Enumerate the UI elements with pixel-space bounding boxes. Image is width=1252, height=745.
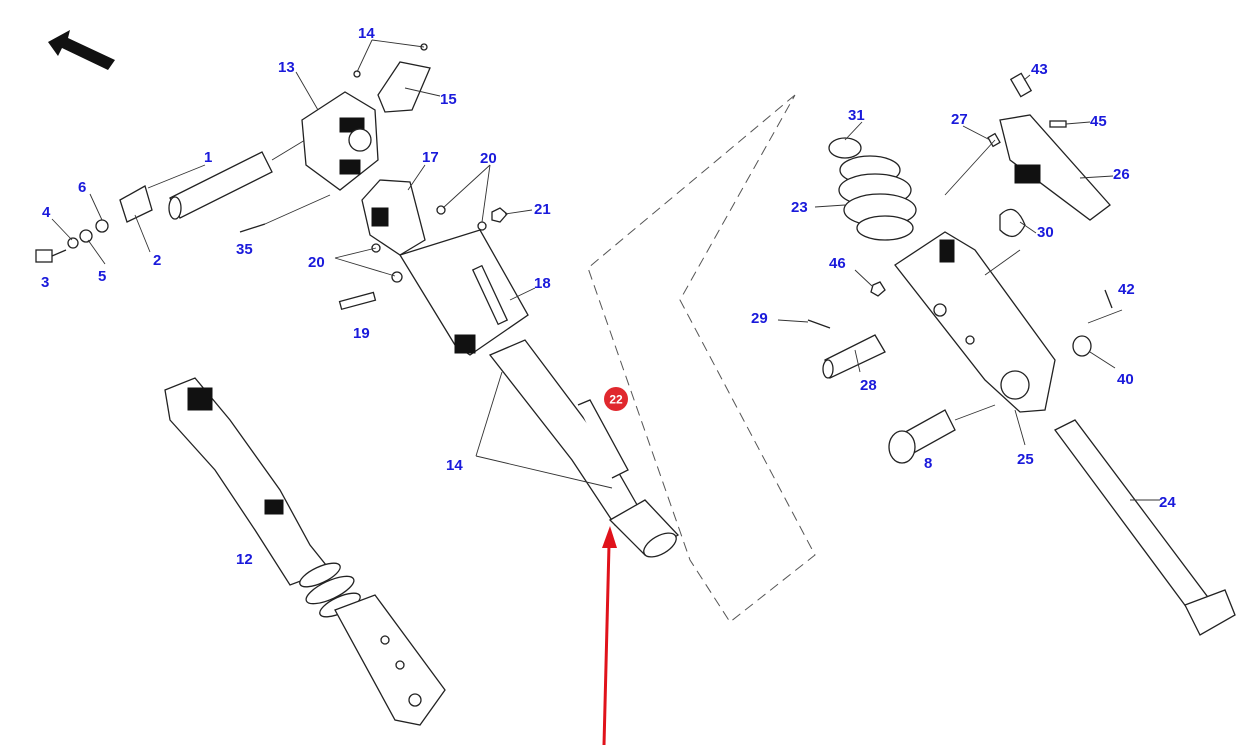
callout-15: 15 bbox=[440, 91, 457, 108]
callout-13: 13 bbox=[278, 59, 295, 76]
boot-23 bbox=[838, 155, 917, 241]
callout-14b: 14 bbox=[446, 457, 463, 474]
callout-14: 14 bbox=[358, 25, 375, 42]
callout-19: 19 bbox=[353, 325, 370, 342]
pin-8 bbox=[888, 409, 956, 464]
bolt-19 bbox=[338, 291, 377, 311]
pin-29 bbox=[807, 319, 831, 329]
callout-1: 1 bbox=[204, 149, 212, 166]
telescopic-tube-22 bbox=[488, 339, 680, 558]
callout-31: 31 bbox=[848, 107, 865, 124]
sensor-43 bbox=[1009, 72, 1033, 98]
highlight-label: 22 bbox=[609, 393, 623, 407]
callout-40: 40 bbox=[1117, 371, 1134, 388]
pin-35 bbox=[239, 223, 266, 233]
callout-42: 42 bbox=[1118, 281, 1135, 298]
fork-25 bbox=[894, 231, 1056, 413]
callout-30: 30 bbox=[1037, 224, 1054, 241]
callout-2: 2 bbox=[153, 252, 161, 269]
callout-25: 25 bbox=[1017, 451, 1034, 468]
assembled-link-12 bbox=[164, 377, 446, 726]
callout-43: 43 bbox=[1031, 61, 1048, 78]
leader-lines bbox=[51, 39, 1160, 501]
clamp-13 bbox=[301, 91, 379, 191]
callout-24: 24 bbox=[1159, 494, 1176, 511]
callout-21: 21 bbox=[534, 201, 551, 218]
callout-12: 12 bbox=[236, 551, 253, 568]
pin-1 bbox=[168, 151, 273, 220]
callout-18: 18 bbox=[534, 275, 551, 292]
fork-17 bbox=[361, 179, 426, 256]
bolt-3 bbox=[35, 249, 67, 263]
callout-4: 4 bbox=[42, 204, 51, 221]
callout-27: 27 bbox=[951, 111, 968, 128]
washer-5 bbox=[79, 229, 93, 243]
shaft-24 bbox=[1054, 419, 1236, 636]
callout-8: 8 bbox=[924, 455, 932, 472]
callout-20b: 20 bbox=[308, 254, 325, 271]
bracket-26 bbox=[999, 114, 1111, 221]
callout-23: 23 bbox=[791, 199, 808, 216]
assembly-boundary bbox=[587, 94, 816, 623]
pin-42 bbox=[1104, 289, 1113, 309]
callout-46: 46 bbox=[829, 255, 846, 272]
circlip-31 bbox=[828, 137, 862, 159]
pin-28 bbox=[822, 334, 886, 379]
washer-4 bbox=[67, 237, 79, 249]
callout-5: 5 bbox=[98, 268, 106, 285]
direction-arrow-icon bbox=[48, 30, 115, 70]
pin-15 bbox=[377, 61, 431, 113]
callout-35: 35 bbox=[236, 241, 253, 258]
washer-6 bbox=[95, 219, 109, 233]
callout-20: 20 bbox=[480, 150, 497, 167]
callout-28: 28 bbox=[860, 377, 877, 394]
callout-3: 3 bbox=[41, 274, 49, 291]
callout-17: 17 bbox=[422, 149, 439, 166]
callout-26: 26 bbox=[1113, 166, 1130, 183]
callout-29: 29 bbox=[751, 310, 768, 327]
callout-6: 6 bbox=[78, 179, 86, 196]
pointer-arrow-icon bbox=[602, 526, 617, 745]
highlight-badge-22[interactable]: 22 bbox=[604, 387, 628, 411]
plate-2 bbox=[119, 185, 153, 223]
callout-45: 45 bbox=[1090, 113, 1107, 130]
housing-18 bbox=[399, 229, 529, 356]
ring-40 bbox=[1072, 335, 1092, 357]
